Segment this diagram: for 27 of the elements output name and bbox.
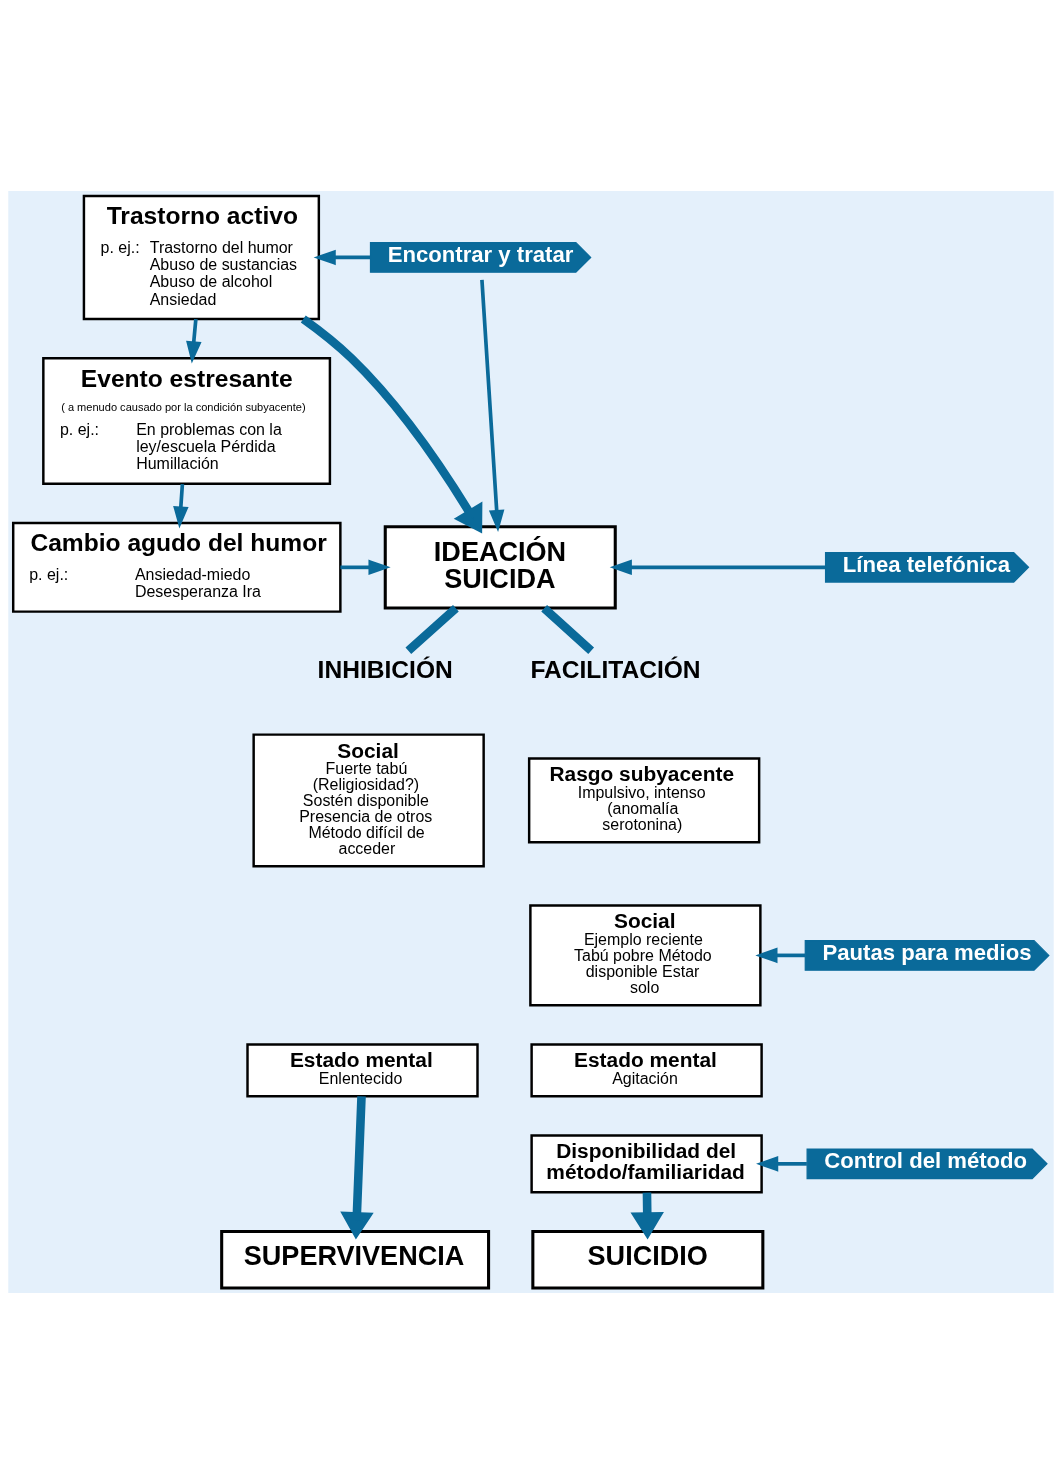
node-box: Social Ejemplo reciente Tabú pobre Método disponible Estar solo — [529, 903, 762, 1006]
arrow — [313, 249, 371, 265]
arrow — [300, 314, 483, 534]
node-text: INHIBICIÓN — [317, 655, 453, 683]
arrow — [609, 559, 826, 575]
arrow — [630, 1192, 664, 1239]
node-box: Social Fuerte tabú (Religiosidad?) Sostén disponible Presencia de otros Método difícil de acceder — [252, 732, 485, 867]
arrow — [186, 318, 202, 363]
node-box: SUPERVIVENCIA — [220, 1229, 491, 1290]
arrow — [480, 279, 505, 532]
node-box: Disponibilidad del método/familiaridad — [530, 1133, 763, 1193]
connector — [541, 604, 595, 654]
arrow — [755, 947, 805, 963]
node-box: IDEACIÓN SUICIDA — [383, 524, 617, 609]
node-box: Trastorno activo p. ej.: Trastorno del humor Abuso de sustancias Abuso de alcohol Ansiedad — [82, 194, 321, 320]
node-box: Rasgo subyacente Impulsivo, intenso (anomalía serotonina) — [527, 756, 761, 843]
node-box: Cambio agudo del humor p. ej.: Ansiedad-miedo Desesperanza Ira — [12, 521, 342, 613]
node-box: SUICIDIO — [531, 1229, 765, 1290]
node-box: Estado mental Enlentecido — [246, 1042, 479, 1097]
arrow — [756, 1155, 807, 1172]
node-box: Evento estresante ( a menudo causado por la condición subyacente) p. ej.: En problemas con la ley/escuela Pérdida Humillación — [42, 356, 332, 485]
arrow — [340, 559, 391, 575]
node-box: Estado mental Agitación — [530, 1042, 763, 1097]
connector — [405, 604, 459, 654]
node-text: FACILITACIÓN — [530, 655, 701, 683]
arrow — [173, 483, 189, 529]
arrow — [340, 1095, 374, 1239]
